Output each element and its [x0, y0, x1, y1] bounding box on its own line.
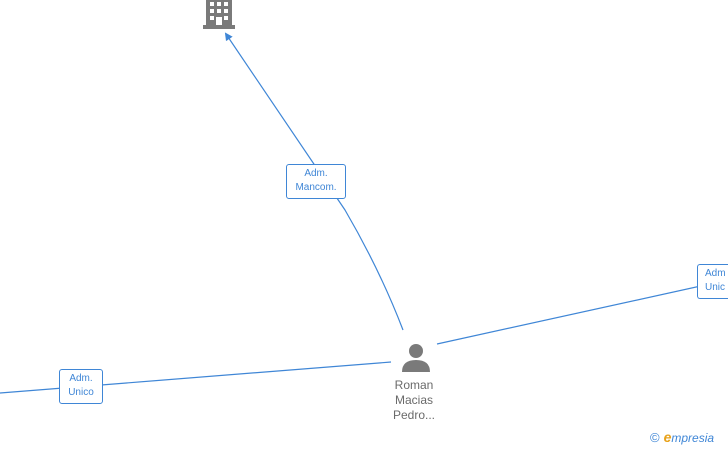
edge-label-line: Unic: [705, 282, 726, 293]
person-name-line: Macias: [394, 393, 433, 407]
edge-label-right[interactable]: Adm Unic: [697, 264, 728, 299]
edge-label-top[interactable]: Adm. Mancom.: [286, 164, 346, 199]
person-name[interactable]: Roman Macias Pedro...: [374, 378, 454, 423]
edge-top-to-company: [224, 32, 404, 331]
edge-label-left[interactable]: Adm. Unico: [59, 369, 103, 404]
brand-logo-initial: e: [663, 429, 672, 445]
brand-watermark: ©empresia: [650, 429, 714, 445]
edge-label-line: Mancom.: [295, 182, 337, 193]
building-icon[interactable]: [203, 0, 235, 29]
person-icon[interactable]: [402, 344, 430, 372]
edge-right: [436, 279, 728, 345]
person-name-line: Pedro...: [392, 408, 436, 422]
edge-label-line: Unico: [68, 387, 94, 398]
edge-label-line: Adm.: [304, 168, 328, 179]
edge-label-line: Adm.: [69, 373, 93, 384]
brand-logo-text: mpresia: [671, 431, 715, 445]
edge-label-line: Adm: [705, 268, 726, 279]
person-name-line: Roman: [394, 378, 434, 392]
copyright-icon: ©: [650, 430, 660, 445]
